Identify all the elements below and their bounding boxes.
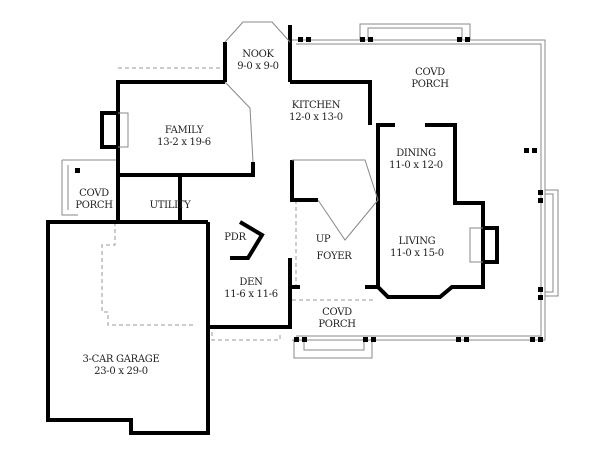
porch-columns — [75, 37, 543, 342]
room-size-kitchen: 12-0 x 13-0 — [289, 112, 343, 123]
room-label-dining: DINING — [396, 148, 436, 159]
walls — [46, 21, 499, 435]
porch-label-left-2: PORCH — [75, 200, 113, 211]
porch-label-front-1: COVD — [322, 307, 352, 318]
stair-label-up: UP — [316, 234, 331, 245]
room-size-family: 13-2 x 19-6 — [157, 137, 211, 148]
room-label-nook: NOOK — [242, 49, 274, 60]
room-label-garage: 3-CAR GARAGE — [83, 354, 160, 365]
porch-label-top-1: COVD — [415, 67, 445, 78]
room-size-dining: 11-0 x 12-0 — [389, 160, 443, 171]
room-label-den: DEN — [239, 277, 263, 288]
room-label-foyer: FOYER — [316, 251, 352, 262]
room-size-den: 11-6 x 11-6 — [224, 289, 278, 300]
room-label-utility: UTILITY — [150, 200, 192, 211]
room-size-nook: 9-0 x 9-0 — [237, 61, 279, 72]
room-size-garage: 23-0 x 29-0 — [94, 366, 148, 377]
porch-label-front-2: PORCH — [318, 319, 356, 330]
room-label-kitchen: KITCHEN — [292, 100, 341, 111]
porch-outlines — [61, 23, 559, 359]
room-label-pdr: PDR — [224, 232, 246, 243]
porch-label-top-2: PORCH — [411, 79, 449, 90]
porch-label-left-1: COVD — [79, 188, 109, 199]
room-size-living: 11-0 x 15-0 — [390, 248, 444, 259]
room-label-family: FAMILY — [165, 125, 204, 136]
room-label-living: LIVING — [399, 236, 436, 247]
